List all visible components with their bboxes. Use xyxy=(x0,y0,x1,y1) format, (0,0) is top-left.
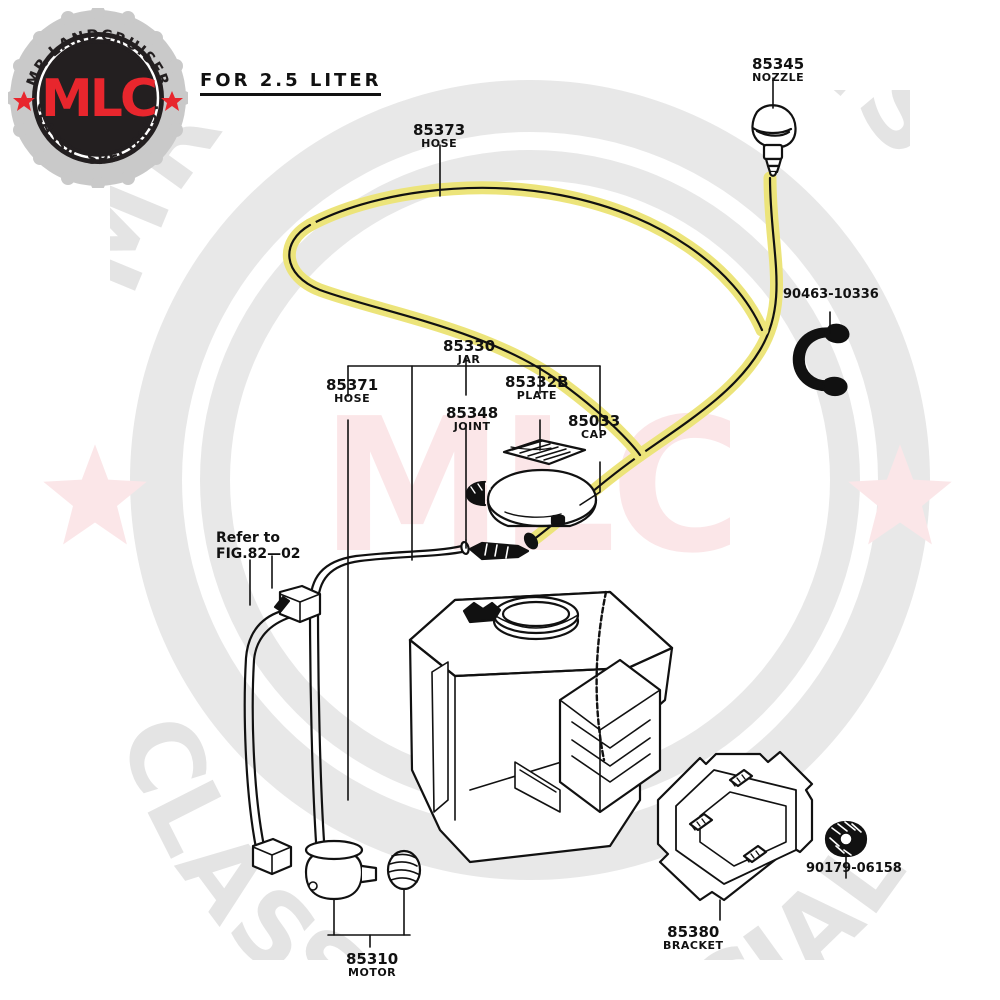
label-jar-name: JAR xyxy=(457,353,481,367)
washer-jar-tank-part xyxy=(408,590,674,864)
washer-nozzle-part xyxy=(751,104,797,177)
mounting-bracket-part xyxy=(656,750,814,902)
label-cap-number: 85033 xyxy=(568,412,621,430)
logo-star-right xyxy=(161,91,183,111)
label-hose-85371-name: HOSE xyxy=(334,392,371,406)
filter-plate-part xyxy=(502,438,587,466)
label-nozzle[interactable]: 85345 NOZZLE xyxy=(752,55,805,85)
mounting-nut-part xyxy=(824,820,868,858)
label-nozzle-number: 85345 xyxy=(752,55,805,73)
refer-to-note-line2: FIG.82—02 xyxy=(216,545,301,562)
label-hose-85371[interactable]: 85371 HOSE xyxy=(326,376,379,406)
label-motor[interactable]: 85310 MOTOR xyxy=(346,950,399,980)
label-motor-name: MOTOR xyxy=(348,966,397,980)
diagram-title-note: FOR 2.5 LITER xyxy=(200,70,382,96)
logo-monogram: MLC xyxy=(41,69,155,129)
refer-to-note[interactable]: Refer to FIG.82—02 xyxy=(216,530,301,562)
label-nozzle-name: NOZZLE xyxy=(752,71,805,85)
washer-motor-part xyxy=(304,839,422,901)
label-nut-90179[interactable]: 90179-06158 xyxy=(806,861,902,876)
label-clip-90463-number: 90463-10336 xyxy=(783,287,879,302)
label-hose-85371-number: 85371 xyxy=(326,376,379,394)
label-hose-85373-number: 85373 xyxy=(413,121,466,139)
label-clip-90463[interactable]: 90463-10336 xyxy=(783,287,879,302)
hose-clip-part xyxy=(792,323,850,397)
label-joint[interactable]: 85348 JOINT xyxy=(446,404,499,434)
label-cap[interactable]: 85033 CAP xyxy=(568,412,621,442)
label-hose-85373-name: HOSE xyxy=(421,137,458,151)
label-joint-name: JOINT xyxy=(453,420,491,434)
label-bracket-number: 85380 xyxy=(667,923,720,941)
label-cap-name: CAP xyxy=(581,428,608,442)
brand-logo-badge[interactable]: MR LANDCRUISER CLASSIC SPECIALIST MLC xyxy=(8,8,188,188)
label-motor-number: 85310 xyxy=(346,950,399,968)
label-plate-name: PLATE xyxy=(516,389,557,403)
washer-hose-short-part xyxy=(308,540,470,858)
refer-to-note-line1: Refer to xyxy=(216,530,280,546)
logo-star-left xyxy=(13,91,35,111)
label-jar-number: 85330 xyxy=(443,337,496,355)
jar-cap-part xyxy=(465,468,598,528)
wire-harness-connector-part xyxy=(243,584,322,876)
label-hose-85373[interactable]: 85373 HOSE xyxy=(413,121,466,151)
hose-joint-part xyxy=(468,541,530,561)
label-plate-number: 85332B xyxy=(505,373,569,391)
label-bracket-name: BRACKET xyxy=(663,939,724,953)
label-nut-90179-number: 90179-06158 xyxy=(806,861,902,876)
label-plate[interactable]: 85332B PLATE xyxy=(505,373,569,403)
label-bracket[interactable]: 85380 BRACKET xyxy=(663,923,724,953)
label-jar[interactable]: 85330 JAR xyxy=(443,337,496,367)
label-joint-number: 85348 xyxy=(446,404,499,422)
